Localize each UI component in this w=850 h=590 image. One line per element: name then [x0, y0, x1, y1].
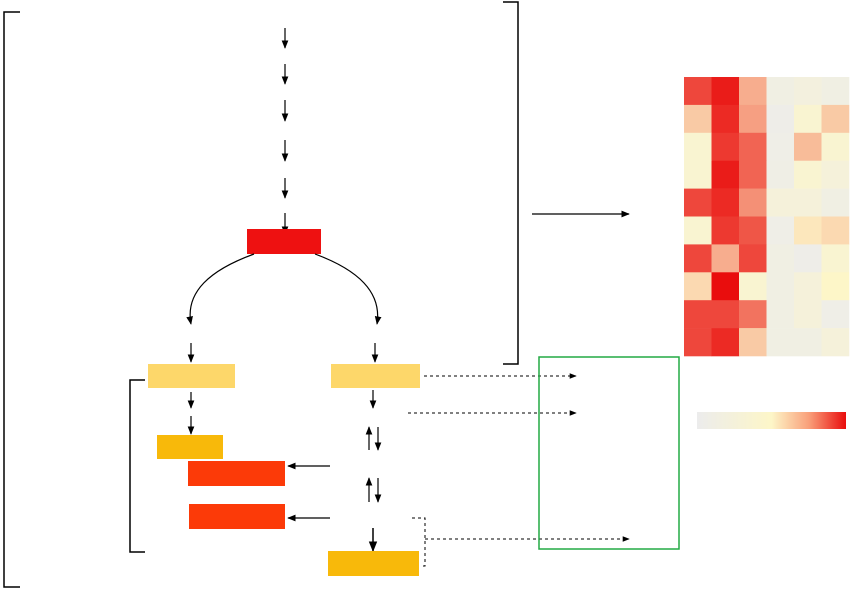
inner-left-bracket	[129, 379, 145, 553]
heatmap-cell	[684, 300, 712, 329]
heatmap-cell	[766, 272, 795, 301]
heatmap-cell	[739, 104, 767, 134]
heatmap-cell	[794, 132, 822, 161]
heatmap-cell	[684, 132, 712, 161]
color-scale-bar	[697, 412, 846, 429]
heatmap-cell	[711, 328, 740, 357]
enzyme-node-2	[189, 504, 285, 529]
heatmap-cell	[711, 188, 740, 217]
enzyme-node-1	[188, 461, 285, 486]
heatmap-cell	[821, 160, 850, 189]
heatmap-cell	[821, 216, 850, 245]
branch-left-arrow	[186, 253, 255, 325]
heatmap-cell	[821, 244, 850, 273]
heatmap-cell	[821, 104, 850, 134]
heatmap-cell	[794, 216, 822, 245]
upstream-right-bracket	[503, 1, 519, 365]
heatmap-cell	[739, 132, 767, 161]
heatmap-cell	[711, 300, 740, 329]
heatmap-cell	[821, 77, 850, 106]
heatmap-cell	[766, 216, 795, 245]
heatmap-cell	[684, 272, 712, 301]
heatmap-cell	[821, 188, 850, 217]
heatmap-cell	[821, 328, 850, 357]
heatmap-cell	[821, 272, 850, 301]
heatmap-cell	[739, 272, 767, 301]
heatmap-cell	[766, 104, 795, 134]
heatmap-cell	[711, 216, 740, 245]
heatmap-cell	[766, 160, 795, 189]
heatmap-cell	[766, 77, 795, 106]
right-branch-node	[331, 364, 420, 388]
heatmap-cell	[684, 216, 712, 245]
left-product-node	[157, 435, 223, 459]
heatmap-cell	[739, 160, 767, 189]
heatmap-cell	[711, 272, 740, 301]
heatmap-cell	[711, 77, 740, 106]
dashed-bracket-bottom	[412, 517, 426, 567]
reversible-arrow-1	[365, 426, 382, 451]
top-node	[247, 229, 321, 254]
heatmap-cell	[711, 132, 740, 161]
left-branch-node	[148, 364, 235, 388]
heatmap-cell	[794, 160, 822, 189]
heatmap-cell	[766, 328, 795, 357]
heatmap-cell	[684, 328, 712, 357]
heatmap-cell	[766, 132, 795, 161]
heatmap-cell	[794, 77, 822, 106]
heatmap-cell	[739, 244, 767, 273]
heatmap-cell	[766, 300, 795, 329]
heatmap-cell	[711, 244, 740, 273]
heatmap-cell	[684, 160, 712, 189]
heatmap-cell	[794, 188, 822, 217]
heatmap-cell	[739, 188, 767, 217]
heatmap-cell	[821, 300, 850, 329]
heatmap-cell	[684, 188, 712, 217]
heatmap-cell	[766, 188, 795, 217]
heatmap-cell	[739, 328, 767, 357]
heatmap-cell	[739, 216, 767, 245]
heatmap-cell	[794, 300, 822, 329]
outer-left-bracket	[3, 11, 20, 588]
expression-heatmap	[684, 77, 850, 357]
heatmap-cell	[794, 328, 822, 357]
heatmap-cell	[794, 244, 822, 273]
branch-right-arrow	[314, 253, 382, 325]
heatmap-cell	[821, 132, 850, 161]
heatmap-cell	[684, 77, 712, 106]
heatmap-cell	[739, 77, 767, 106]
heatmap-cell	[739, 300, 767, 329]
heatmap-cell	[684, 244, 712, 273]
module-box	[538, 356, 680, 550]
heatmap-cell	[766, 244, 795, 273]
heatmap-cell	[684, 104, 712, 134]
bottom-product-node	[328, 551, 419, 576]
reversible-arrow-2	[365, 477, 382, 503]
heatmap-cell	[794, 272, 822, 301]
heatmap-cell	[794, 104, 822, 134]
heatmap-cell	[711, 160, 740, 189]
heatmap-cell	[711, 104, 740, 134]
